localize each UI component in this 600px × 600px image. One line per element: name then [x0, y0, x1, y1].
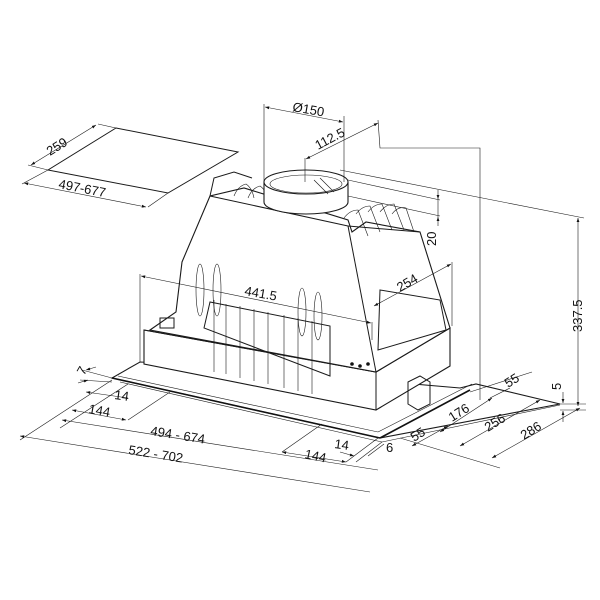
- side-dimensions: [399, 371, 581, 469]
- collar-height-label: 20: [424, 232, 439, 246]
- front-right-14-label: 14: [334, 436, 350, 453]
- outlet-offset-label: 112.5: [312, 125, 347, 153]
- motor-width-label: 441.5: [243, 283, 278, 303]
- side-55-back-label: 55: [502, 370, 522, 390]
- front-14-label: 14: [114, 387, 130, 404]
- side-55-front-label: 55: [408, 424, 428, 444]
- inner-width-label: 494 - 674: [150, 423, 207, 446]
- front-right-6-label: 6: [386, 440, 393, 455]
- total-height-label: 337.5: [570, 299, 585, 332]
- outlet-diameter-label: Ø150: [291, 99, 325, 119]
- front-7-label: 7: [74, 364, 91, 378]
- cutout-template: [21, 123, 240, 208]
- front-right-144-label: 144: [303, 446, 327, 465]
- outlet-collar: [263, 169, 349, 215]
- outer-width-label: 522 - 702: [128, 442, 185, 465]
- front-right-dimensions: [281, 423, 385, 463]
- front-144-label: 144: [87, 401, 111, 420]
- side-286-label: 286: [518, 418, 544, 442]
- frame-thickness-label: 5: [549, 383, 564, 390]
